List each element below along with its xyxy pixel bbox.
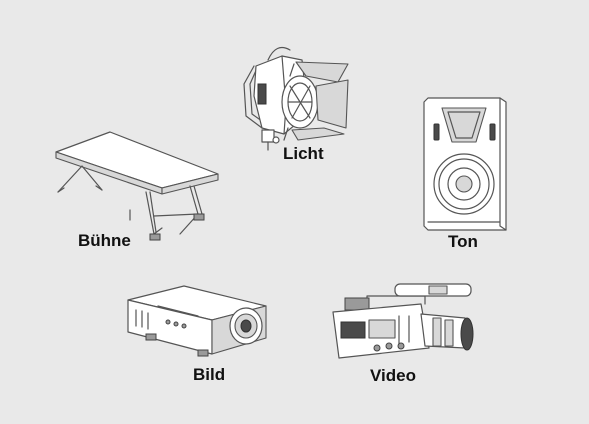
- label-bild: Bild: [193, 365, 226, 384]
- label-buehne: Bühne: [78, 231, 131, 250]
- spotlight-icon: [243, 47, 349, 151]
- category-video[interactable]: [325, 282, 477, 364]
- category-bild[interactable]: [120, 280, 270, 360]
- label-licht: Licht: [283, 144, 324, 163]
- label-ton: Ton: [448, 232, 478, 251]
- category-buehne[interactable]: [50, 130, 220, 248]
- category-ton[interactable]: [420, 94, 510, 234]
- label-video: Video: [370, 366, 416, 385]
- projector-icon: [127, 285, 267, 357]
- speaker-icon: [423, 97, 507, 231]
- stage-platform-icon: [55, 131, 219, 241]
- video-camera-icon: [332, 283, 474, 359]
- category-licht[interactable]: [232, 36, 357, 151]
